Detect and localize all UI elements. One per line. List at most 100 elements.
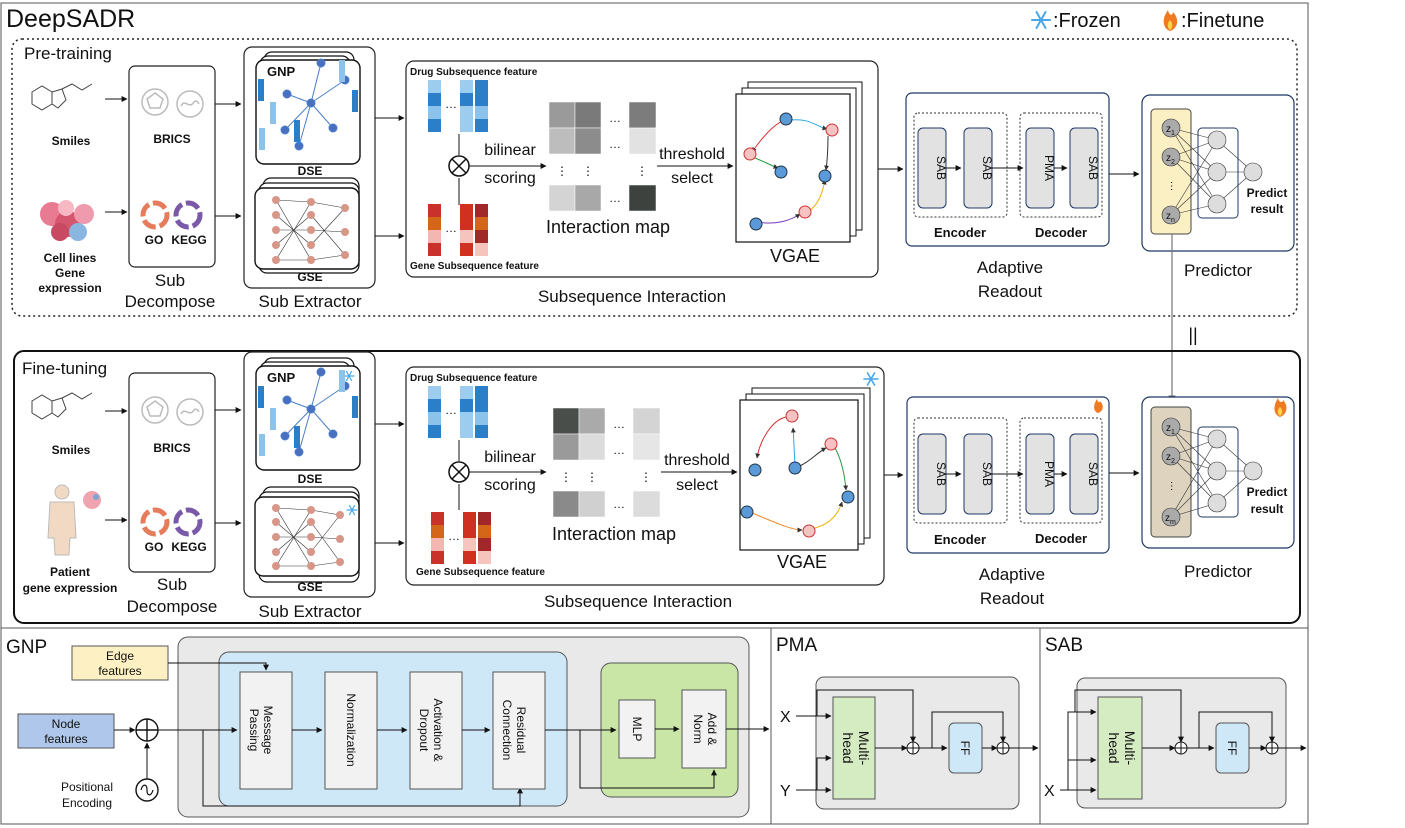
sab-text-3-ft: SAB [1086, 462, 1100, 486]
subsequence-interaction-label-ft: Subsequence Interaction [544, 592, 732, 611]
diagram-title: DeepSADR [6, 5, 135, 33]
readout-label-ft: Readout [980, 589, 1045, 608]
sub-extractor-label: Sub Extractor [259, 292, 362, 311]
dse-feature-bars [258, 60, 358, 150]
imap-dots-v3: ⋮ [636, 164, 648, 178]
vgae-graph [743, 112, 839, 231]
flame-icon [1163, 10, 1178, 31]
gene-feature-label: Gene Subsequence feature [410, 261, 539, 272]
vgae-label-ft: VGAE [777, 552, 827, 572]
sub-decompose-label-ft-2: Decompose [127, 597, 218, 616]
z2-label: z2 [1166, 153, 1175, 166]
edge-features-box [71, 645, 169, 681]
go-label: GO [145, 233, 164, 247]
readout-label: Readout [978, 282, 1043, 301]
vgae-graph-ft [740, 409, 855, 538]
gene-feature-matrix-ft [431, 512, 491, 564]
pma-ff-text: FF [958, 741, 972, 756]
activation-text-2: Dropout [417, 709, 431, 752]
addnorm-text-1: Add & [705, 713, 719, 746]
pretraining-label: Pre-training [24, 44, 112, 63]
scoring-label-ft: scoring [484, 477, 536, 494]
gse-label: GSE [297, 270, 322, 284]
encoder-label: Encoder [934, 225, 986, 240]
interaction-map-ft [552, 407, 661, 518]
gse-network-ft [272, 504, 344, 570]
patient-label-1: Patient [50, 565, 90, 579]
predict-label: Predict [1247, 186, 1288, 200]
pma-add-icon-2 [996, 741, 1010, 755]
snowflake-icon-vgae [863, 372, 879, 386]
adaptive-readout-box-ft [906, 396, 1110, 554]
pma-text: PMA [1042, 155, 1056, 181]
z-dots: … [1168, 181, 1180, 192]
result-label: result [1251, 202, 1284, 216]
sab-multihead-block [1097, 696, 1143, 800]
sab-text-1: SAB [934, 156, 948, 180]
residual-text-2: Connection [500, 700, 514, 761]
imap-dots-v2-ft: ⋮ [586, 470, 598, 484]
go-icon-ft [140, 507, 170, 537]
mlp-block [618, 699, 656, 759]
outer-product-icon-ft [448, 440, 470, 510]
kegg-icon-ft [173, 507, 203, 537]
kegg-icon [173, 200, 203, 230]
z1-label: z1 [1166, 124, 1175, 137]
z2-label-ft: z2 [1166, 452, 1175, 465]
add-icon [135, 718, 159, 742]
z1-label-ft: z1 [1166, 423, 1175, 436]
go-label-ft: GO [145, 540, 164, 554]
positional-encoding-icon [135, 778, 159, 802]
node-features-label-2: features [44, 732, 87, 746]
adaptive-label: Adaptive [977, 258, 1043, 277]
legend-frozen: :Frozen [1053, 10, 1121, 32]
equals-label: || [1188, 325, 1197, 345]
result-label-ft: result [1251, 502, 1284, 516]
subsequence-interaction-label: Subsequence Interaction [538, 287, 726, 306]
vgae-stack [735, 93, 851, 243]
imap-dots-v1-ft: ⋮ [560, 470, 572, 484]
sab-multihead-text-2: head [1106, 732, 1122, 763]
predictor-network-ft [1161, 417, 1263, 527]
snowflake-icon-gse [346, 504, 358, 516]
drug-feature-matrix [428, 80, 488, 132]
finetuning-label: Fine-tuning [22, 359, 107, 378]
sab-block-3 [1069, 127, 1099, 209]
adaptive-label-ft: Adaptive [979, 565, 1045, 584]
positional-label-1: Positional [61, 780, 113, 794]
z-dots-ft: … [1168, 481, 1180, 492]
adaptive-readout-box [905, 92, 1110, 247]
activation-text-1: Activation & [431, 698, 445, 761]
gene-feature-label-ft: Gene Subsequence feature [416, 567, 545, 578]
z-column-ft [1150, 406, 1192, 538]
sab-text-1-ft: SAB [934, 462, 948, 486]
imap-dots-v2: ⋮ [582, 164, 594, 178]
legend-finetune: :Finetune [1181, 10, 1264, 32]
interaction-map [548, 101, 657, 212]
threshold-label-ft: threshold [664, 452, 730, 469]
sab-ff-text: FF [1225, 741, 1239, 756]
sab-text-3: SAB [1086, 156, 1100, 180]
add-norm-block [681, 689, 727, 769]
brics-icon-ft [141, 396, 204, 426]
smiles-label: Smiles [52, 134, 91, 148]
sab-add-icon-2 [1265, 741, 1279, 755]
flame-icon-predictor [1274, 398, 1287, 417]
cell-lines-label-3: expression [38, 281, 101, 295]
decoder-label-ft: Decoder [1035, 531, 1087, 546]
gnp-label-ft: GNP [267, 370, 296, 385]
node-features-label-1: Node [52, 717, 81, 731]
drug-ellipsis-ft: … [445, 403, 457, 417]
snowflake-icon-dse [343, 370, 355, 382]
message-passing-block [239, 671, 293, 790]
imap-dots-h2: … [609, 137, 621, 151]
dse-label-ft: DSE [298, 472, 323, 486]
select-label-ft: select [676, 477, 718, 494]
molecule-icon [31, 83, 93, 111]
dse-graph-ft [280, 367, 350, 457]
pma-text-ft: PMA [1042, 461, 1056, 487]
kegg-label-ft: KEGG [171, 540, 206, 554]
brics-icon [141, 88, 204, 118]
imap-dots-v3-ft: ⋮ [640, 470, 652, 484]
imap-dots-h1-ft: … [613, 417, 625, 431]
